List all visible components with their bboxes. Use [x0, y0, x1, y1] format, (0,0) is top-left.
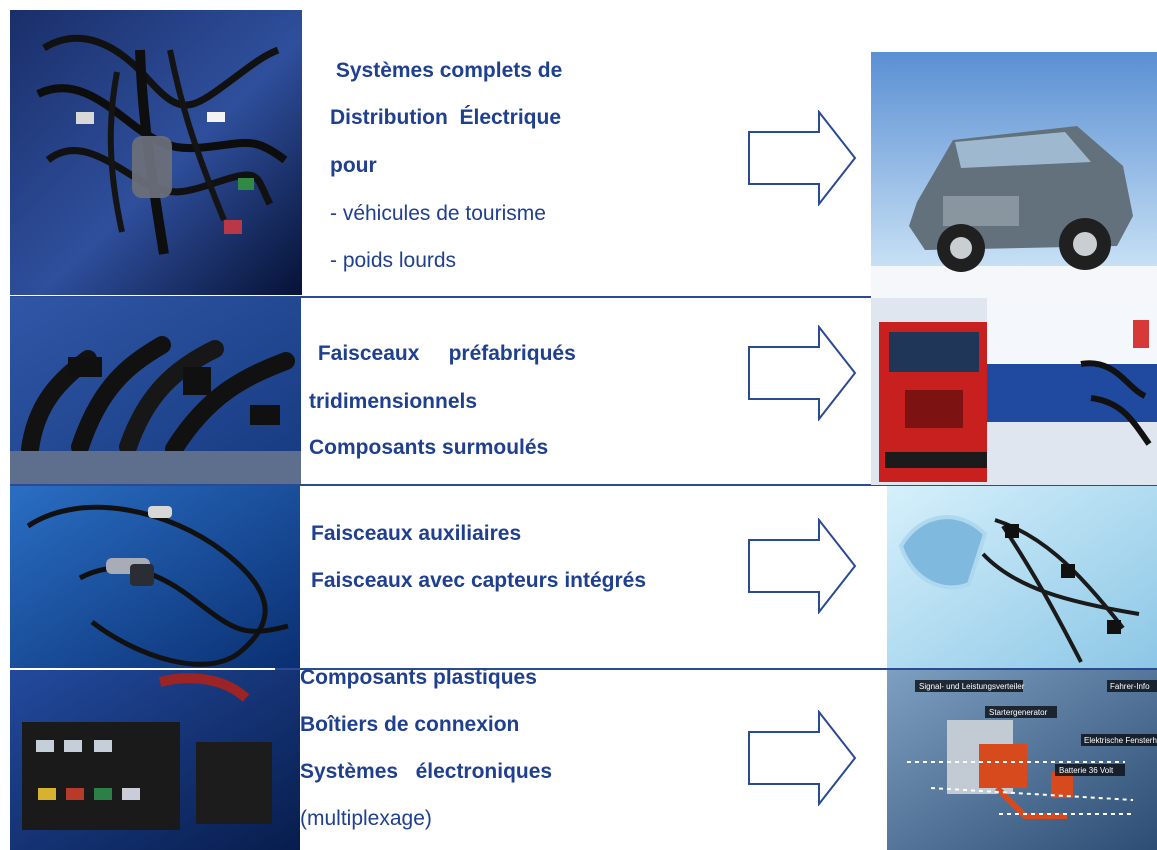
- row3-title-line2: Faisceaux avec capteurs intégrés: [311, 569, 647, 592]
- row1-title-line2: Distribution Électrique: [330, 106, 562, 129]
- row-divider-3: [275, 668, 1157, 670]
- starter-generator-label: Startergenerator: [989, 708, 1048, 717]
- right-outline-arrow-icon-4: [747, 710, 859, 806]
- row4-title-line1: Composants plastiques: [300, 666, 537, 689]
- suv-image: [871, 52, 1157, 298]
- electrical-system-diagram-image: Signal- und Leistungsverteiler Fahrer-In…: [887, 670, 1157, 850]
- row1-detail-line1: - véhicules de tourisme: [330, 202, 546, 225]
- signal-distributor-label: Signal- und Leistungsverteiler: [919, 682, 1025, 691]
- auxiliary-harness-image: [10, 486, 300, 668]
- row3-title-line1: Faisceaux auxiliaires: [311, 522, 522, 545]
- mirror-harness-image: [887, 486, 1157, 668]
- row4-title-line2: Boîtiers de connexion: [300, 713, 520, 736]
- row4-title-line3: Systèmes électroniques: [300, 760, 553, 783]
- plastic-components-image: [10, 670, 300, 850]
- wiring-harness-image: [10, 10, 302, 295]
- row-divider-2: [10, 484, 1157, 486]
- row2-title-line3: Composants surmoulés: [309, 436, 549, 459]
- prefab-harness-image: [10, 297, 301, 484]
- row2-title-line2: tridimensionnels: [309, 390, 478, 413]
- row4-detail-line1: (multiplexage): [300, 807, 432, 830]
- driver-info-label: Fahrer-Info: [1110, 682, 1150, 691]
- right-outline-arrow-icon-1: [747, 110, 859, 206]
- right-outline-arrow-icon-3: [747, 518, 859, 614]
- row-divider-1: [10, 296, 1157, 298]
- right-outline-arrow-icon-2: [747, 325, 859, 421]
- battery-label: Batterie 36 Volt: [1059, 766, 1114, 775]
- row1-title-line1: Systèmes complets de: [330, 59, 563, 82]
- window-lifters-label: Elektrische Fensterheber: [1084, 736, 1157, 745]
- row1-title-line3: pour: [330, 154, 377, 177]
- row2-title-line1: Faisceaux préfabriqués: [312, 342, 576, 365]
- truck-image: [871, 298, 1157, 485]
- row1-detail-line2: - poids lourds: [330, 249, 457, 272]
